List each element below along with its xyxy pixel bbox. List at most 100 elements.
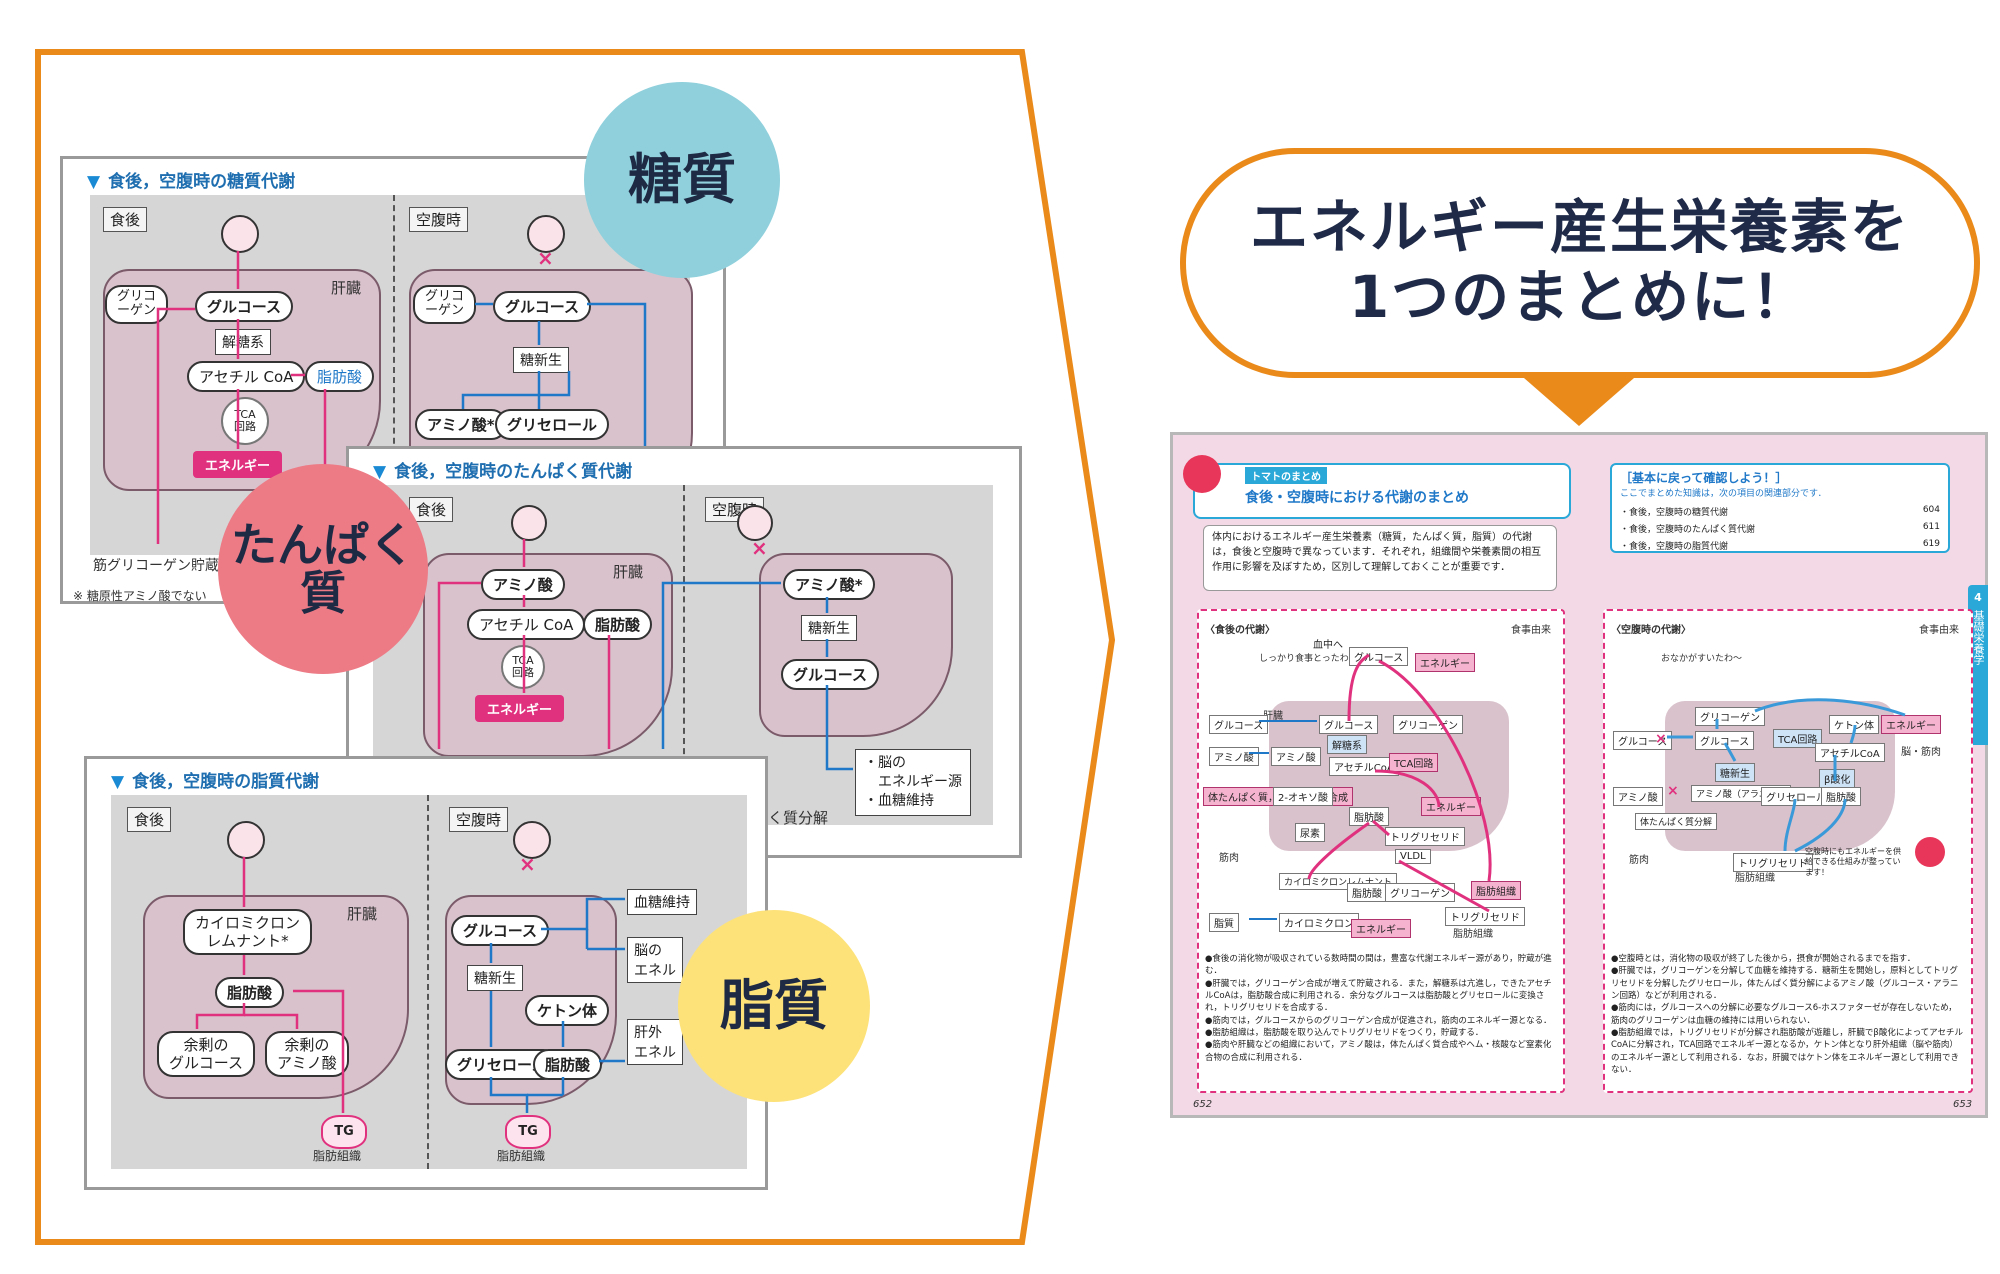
gluconeogenesis-node: 糖新生 (801, 615, 857, 641)
brain-energy-box: 脳の エネル (627, 937, 683, 983)
protein-breakdown: 体たんぱく質分解 (1635, 813, 1718, 830)
svg-text:×: × (519, 852, 536, 876)
fasting-diagram: 〈空腹時の代謝〉 食事由来 おなかがすいたわ〜 グリコーゲン ケトン体 エネルギ… (1603, 609, 1973, 1093)
triglyceride-node: トリグリセリド (1385, 827, 1465, 846)
gluconeogenesis-node: 糖新生 (467, 965, 523, 991)
lipid-input: 脂質 (1209, 913, 1239, 932)
review-label: ・食後，空腹時のたんぱく質代謝 (1620, 525, 1756, 535)
brain-energy-box: ・脳の エネルギー源 ・血糖維持 (855, 749, 971, 816)
page-number-right: 653 (1953, 1099, 1973, 1110)
brain-muscle-label: 脳・筋肉 (1901, 747, 1941, 758)
acetyl-coa-node: アセチルCoA (1815, 743, 1885, 762)
tca-node: TCA回路 (1389, 753, 1439, 772)
muscle-energy: エネルギー (1351, 919, 1411, 938)
muscle-glycogen-label: 筋グリコーゲン貯蔵 (93, 558, 219, 574)
beta-oxidation-node: β酸化 (1819, 769, 1856, 788)
tg-fed: TG (321, 1115, 367, 1149)
fasting-diagram-title: 〈空腹時の代謝〉 (1611, 625, 1691, 636)
protein-bubble-line2: 質 (300, 566, 346, 620)
review-label: ・食後，空腹時の脂質代謝 (1620, 542, 1729, 552)
energy-node: エネルギー (1881, 715, 1941, 734)
chylomicron-node: カイロミクロン (1279, 913, 1359, 932)
divider (427, 795, 429, 1169)
ketone-node: ケトン体 (525, 995, 610, 1026)
down-arrow-icon (1524, 378, 1634, 426)
summary-header-box: トマトのまとめ 食後・空腹時における代謝のまとめ (1193, 463, 1571, 519)
carb-panel-title: ▼食後，空腹時の糖質代謝 (87, 172, 296, 192)
glycolysis-node: 解糖系 (215, 329, 271, 355)
amino-input: アミノ酸 (1209, 747, 1259, 766)
liver-label: 肝臓 (347, 905, 378, 923)
protein-breakdown-label: ぱく質分解 (753, 809, 829, 827)
headline-line2: 1つのまとめに！ (1348, 263, 1812, 331)
protein-bubble-line1: たんぱく (231, 517, 415, 572)
fasting-amino-acid-node: アミノ酸* (783, 569, 875, 600)
fat-panel-title: ▼食後，空腹時の脂質代謝 (111, 772, 320, 792)
glycerol-node: グリセロール (495, 409, 610, 440)
fasting-glucose-node: グルコース (451, 915, 549, 946)
review-subtitle: ここでまとめた知識は，次の項目の関連部分です． (1620, 489, 1827, 499)
muscle-label: 筋肉 (1629, 855, 1649, 866)
to-blood-label: 血中へ (1313, 640, 1343, 651)
output-energy: エネルギー源 (864, 773, 962, 790)
review-label: ・食後，空腹時の糖質代謝 (1620, 508, 1729, 518)
liver-label: 肝臓 (1263, 711, 1283, 722)
output-brain: ・脳の (864, 755, 906, 771)
carb-bubble: 糖質 (584, 82, 780, 278)
energy-burst: エネルギー (475, 695, 565, 722)
person-happy-icon (511, 505, 547, 541)
legend: 食事由来 (1919, 625, 1959, 636)
footnote: ※ 糖原性アミノ酸でない (73, 589, 207, 603)
output-blood-sugar: ・血糖維持 (864, 792, 934, 809)
fatty-acid-node: 脂肪酸 (305, 361, 375, 392)
gluconeogenesis-node: 糖新生 (513, 347, 569, 373)
protein-bubble: たんぱく 質 (218, 464, 428, 674)
fasting-glucose-node: グルコース (493, 291, 591, 322)
glucose-node: グルコース (195, 291, 293, 322)
glycogen-node: グリコーゲン (1695, 707, 1765, 726)
summary-title: 食後・空腹時における代謝のまとめ (1245, 490, 1469, 506)
adipose-label: 脂肪組織 (1453, 929, 1493, 940)
fed-speech: しっかり食事とったわよ〜 (1259, 654, 1367, 664)
review-title: ［基本に戻って確認しよう！］ (1620, 471, 1788, 485)
blood-sugar-box: 血糖維持 (627, 889, 697, 915)
tca-cycle: TCA 回路 (221, 397, 269, 445)
fed-diagram: 〈食後の代謝〉 食事由来 しっかり食事とったわよ〜 肝臓 グルコース 血中へ エ… (1197, 609, 1565, 1093)
tca-node: TCA回路 (1773, 729, 1823, 748)
oxo-acid-node: 2-オキソ酸 (1273, 787, 1333, 806)
extrahepatic-box: 肝外 エネル (627, 1019, 683, 1065)
intro-box: 体内におけるエネルギー産生栄養素（糖質，たんぱく質，脂質）の代謝は，食後と空腹時… (1203, 525, 1557, 591)
person-happy-icon (221, 215, 259, 253)
chapter-label: 基礎栄養学 (1972, 610, 1985, 665)
chapter-number: 4 (1974, 591, 1982, 604)
tomato-comment: 空腹時にもエネルギーを供給できる仕組みが整っています！ (1805, 847, 1901, 877)
person-hungry-icon (513, 821, 551, 859)
divider (393, 195, 395, 555)
fasting-glucose-node: グルコース (781, 659, 879, 690)
adipose-tissue: 脂肪組織 (1471, 881, 1521, 900)
muscle-label: 筋肉 (1219, 853, 1239, 864)
fasting-glycogen-node: グリコ ーゲン (413, 285, 477, 324)
fed-tag: 食後 (127, 807, 172, 832)
liver-label: 肝臓 (331, 279, 362, 297)
fatty-acid-node: 脂肪酸 (1821, 787, 1861, 806)
fasting-notes: ●空腹時とは，消化物の吸収が終了した後から，摂食が開始されるまでを指す． ●肝臓… (1611, 954, 1963, 1075)
fed-notes: ●食後の消化物が吸収されている数時間の間は，豊富な代謝エネルギー源があり，貯蔵が… (1205, 954, 1552, 1063)
excess-glucose-node: 余剰の グルコース (157, 1031, 255, 1077)
adipose-fed: 脂肪組織 (313, 1149, 362, 1163)
page-number-left: 652 (1193, 1099, 1213, 1110)
fat-metabolism-panel: ▼食後，空腹時の脂質代謝 食後 空腹時 肝臓 カイロミクロン レムナント* 脂肪… (84, 756, 768, 1190)
glucose-node: グルコース (1349, 647, 1409, 666)
divider (683, 485, 685, 825)
vldl-node: VLDL (1395, 849, 1431, 864)
liver-amino: アミノ酸 (1271, 747, 1321, 766)
legend: 食事由来 (1511, 625, 1551, 636)
fed-diagram-title: 〈食後の代謝〉 (1205, 625, 1275, 636)
liver-glucose: グルコース (1695, 731, 1755, 750)
brain-energy: エネルギー (1415, 653, 1475, 672)
triglyceride-node: トリグリセリド (1733, 853, 1813, 872)
headline-line1: エネルギー産生栄養素を (1249, 193, 1910, 262)
